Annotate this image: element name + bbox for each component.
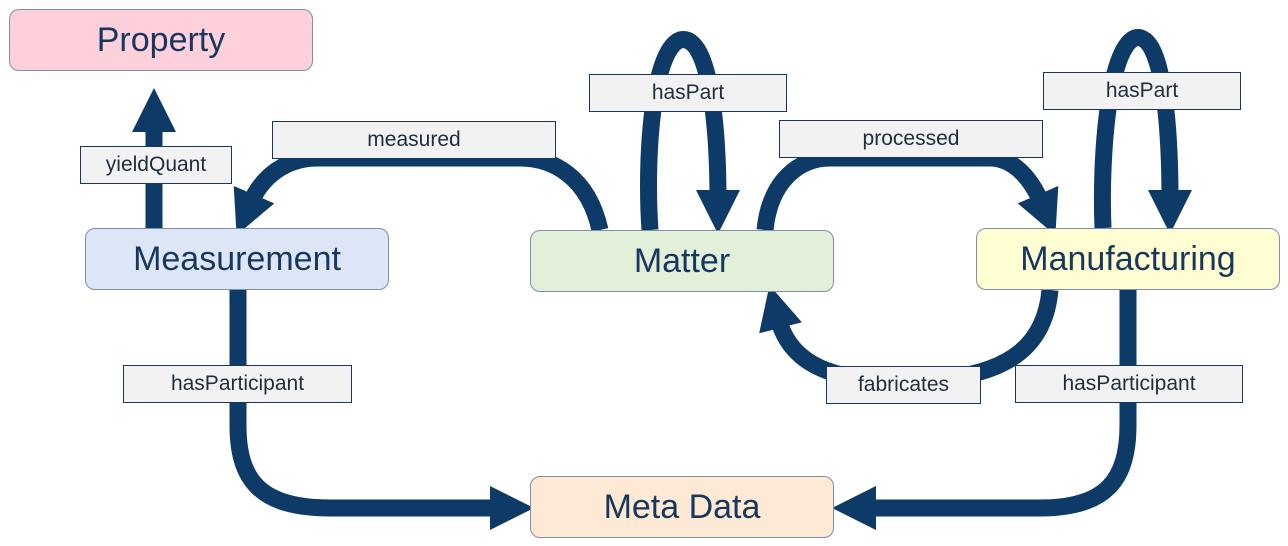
edge-hasparticipant-measurement xyxy=(229,290,534,531)
edge-haspart-manufacturing xyxy=(1093,29,1193,234)
edge-label-processed: processed xyxy=(779,120,1043,158)
node-property-label: Property xyxy=(96,20,226,59)
edge-label-hasparticipant-manufacturing: hasParticipant xyxy=(1015,365,1243,403)
node-property: Property xyxy=(9,9,313,71)
edge-label-haspart-manufacturing: hasPart xyxy=(1043,72,1241,110)
edge-haspart-matter xyxy=(640,31,741,234)
node-measurement-label: Measurement xyxy=(133,239,341,278)
node-metadata: Meta Data xyxy=(530,476,834,538)
node-metadata-label: Meta Data xyxy=(603,487,761,526)
edge-hasparticipant-manufacturing xyxy=(832,290,1137,531)
edge-fabricates xyxy=(759,285,1059,387)
edge-label-yieldquant: yieldQuant xyxy=(80,146,232,184)
edge-label-fabricates: fabricates xyxy=(826,366,981,404)
edge-label-measured: measured xyxy=(272,121,556,159)
node-manufacturing: Manufacturing xyxy=(976,228,1280,290)
node-measurement: Measurement xyxy=(85,228,389,290)
node-matter: Matter xyxy=(530,230,834,292)
edge-label-hasparticipant-measurement: hasParticipant xyxy=(123,365,352,403)
edge-label-haspart-matter: hasPart xyxy=(589,74,787,112)
edge-measured xyxy=(233,149,609,236)
edge-processed xyxy=(756,149,1059,236)
node-matter-label: Matter xyxy=(633,241,731,280)
node-manufacturing-label: Manufacturing xyxy=(1020,239,1236,278)
